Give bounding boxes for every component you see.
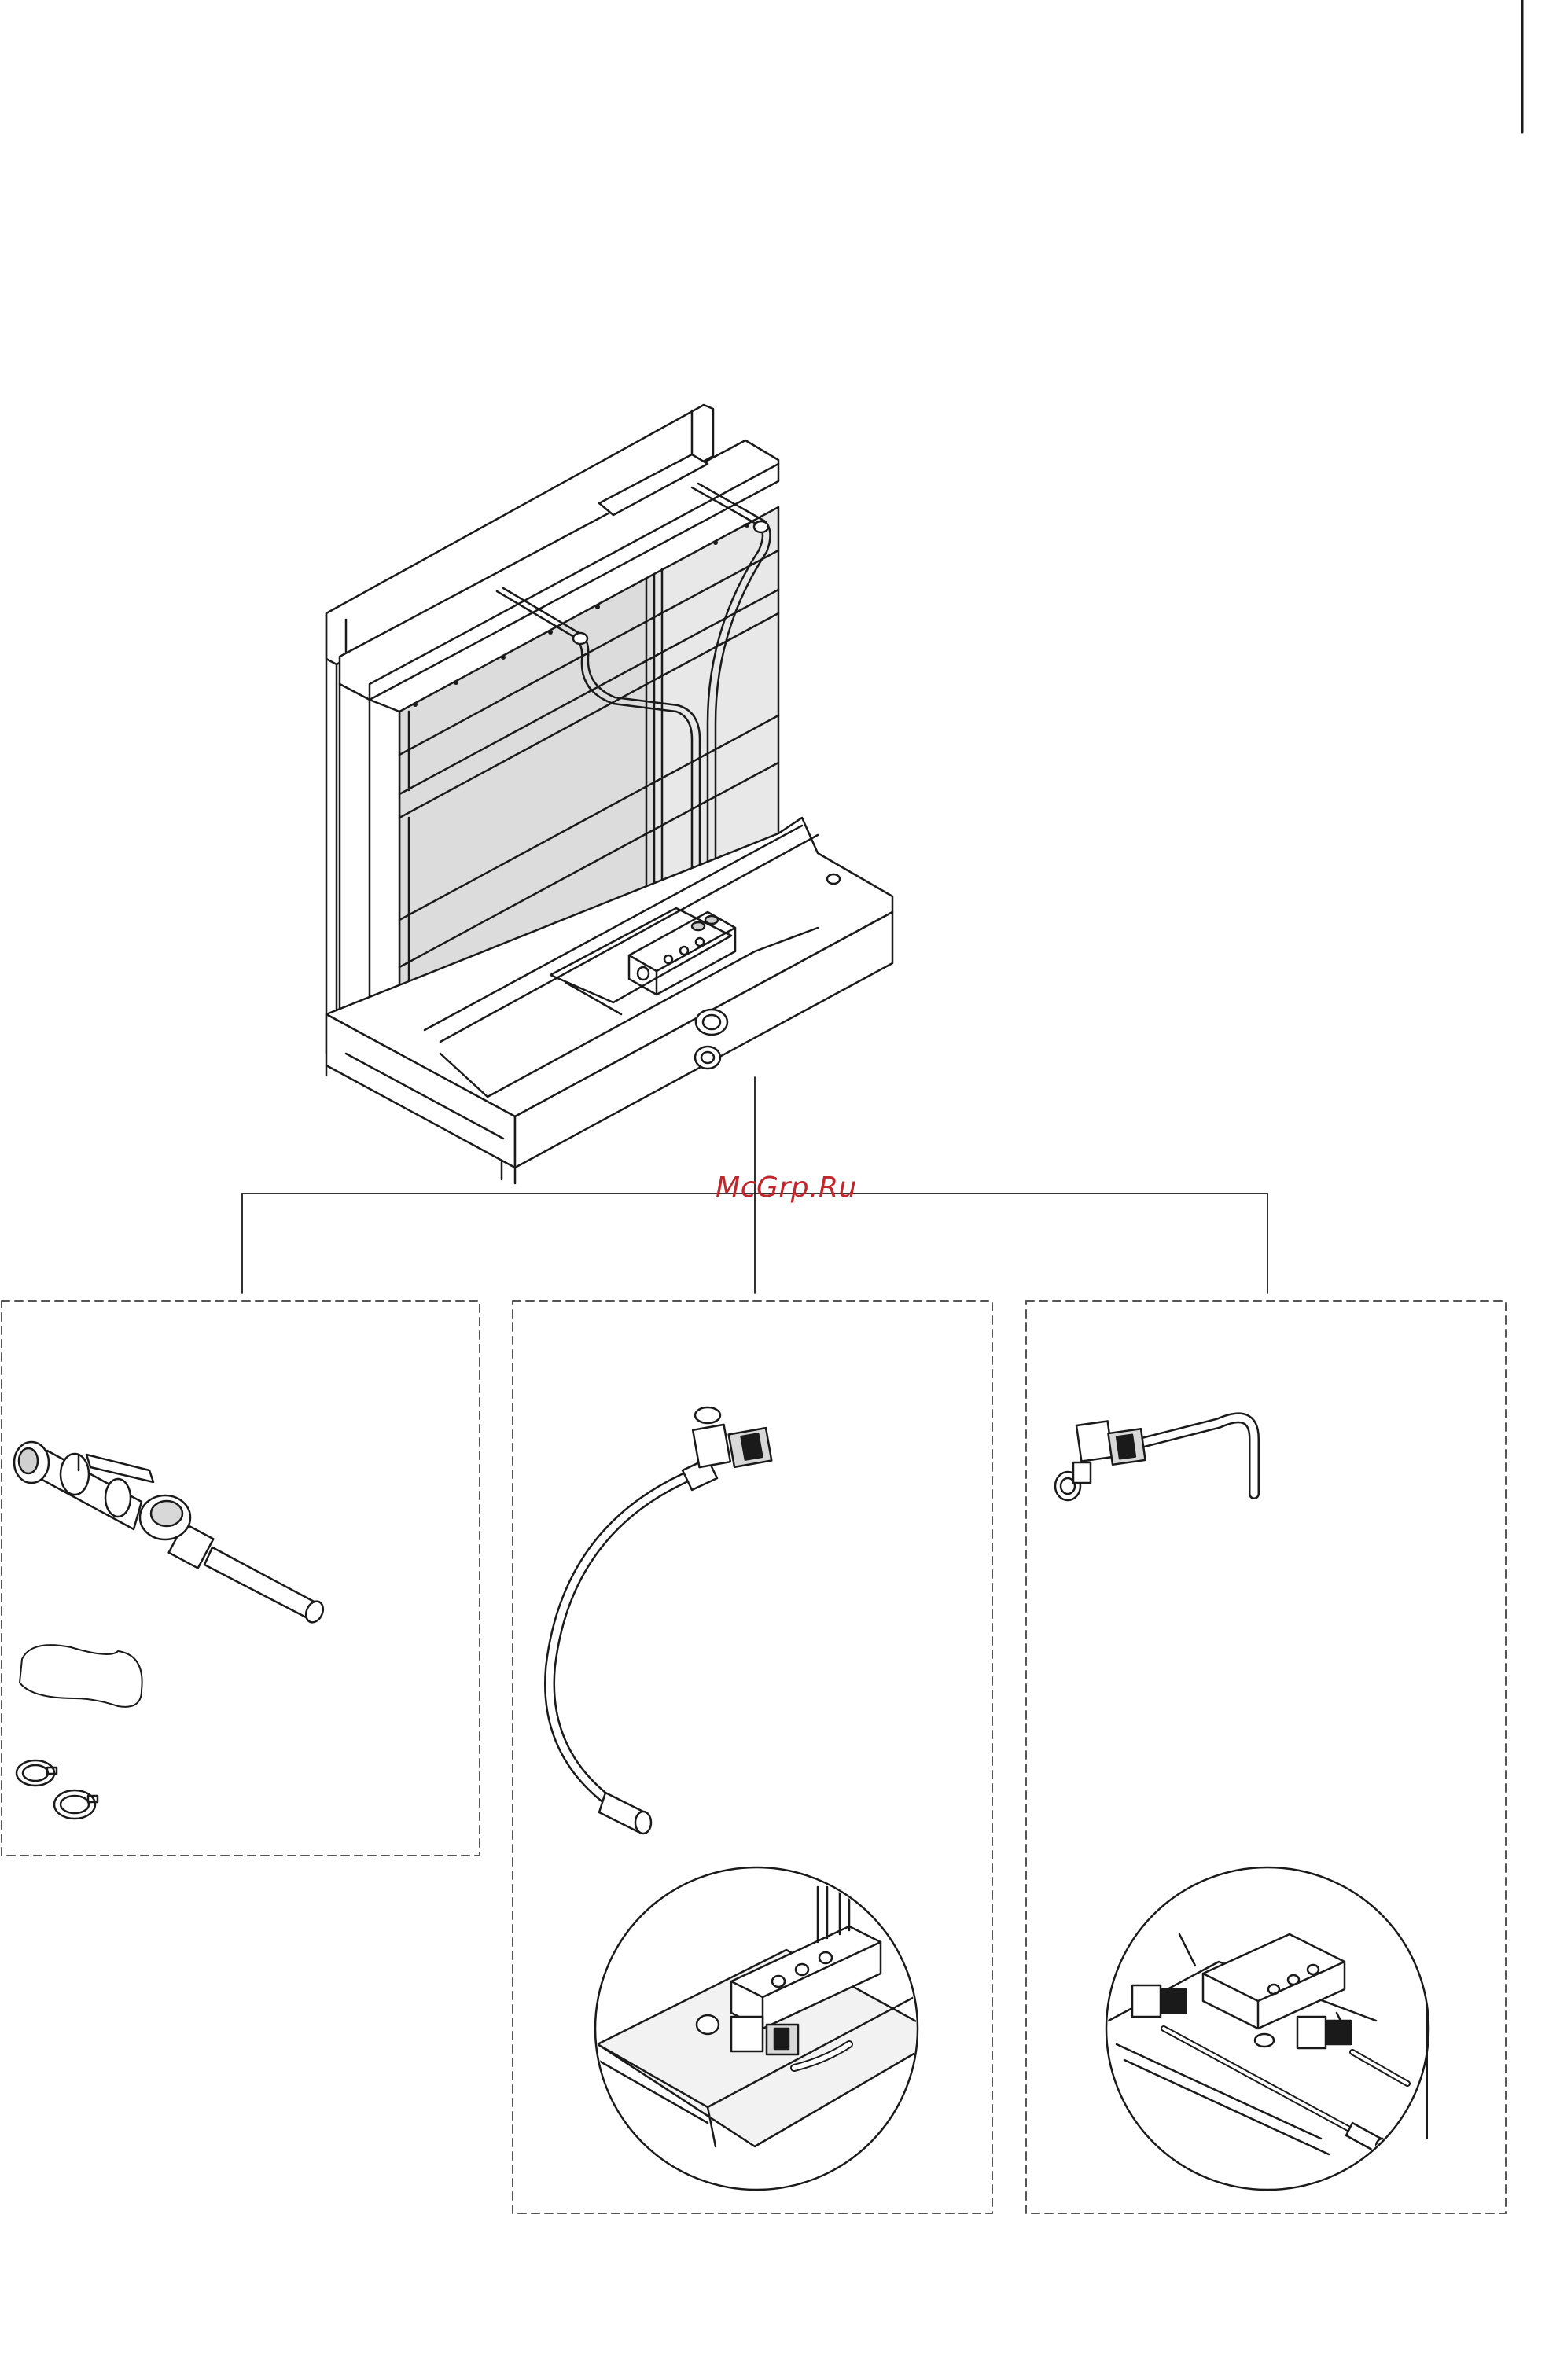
hose-clamps-icon [17,1760,98,1819]
main-humidifier-unit [326,405,892,1183]
ball-valve-with-pipe [14,1442,326,1819]
watermark-text: McGrp.Ru [708,1172,865,1204]
installation-detail-circle-option-3 [1106,1867,1429,2190]
hose-sleeve-icon [20,1645,142,1707]
solenoid-valve-with-bent-pipe [1055,1418,1254,1500]
installation-detail-circle-option-2 [595,1867,944,2190]
solenoid-valve-with-flexible-hose [550,1407,771,1834]
